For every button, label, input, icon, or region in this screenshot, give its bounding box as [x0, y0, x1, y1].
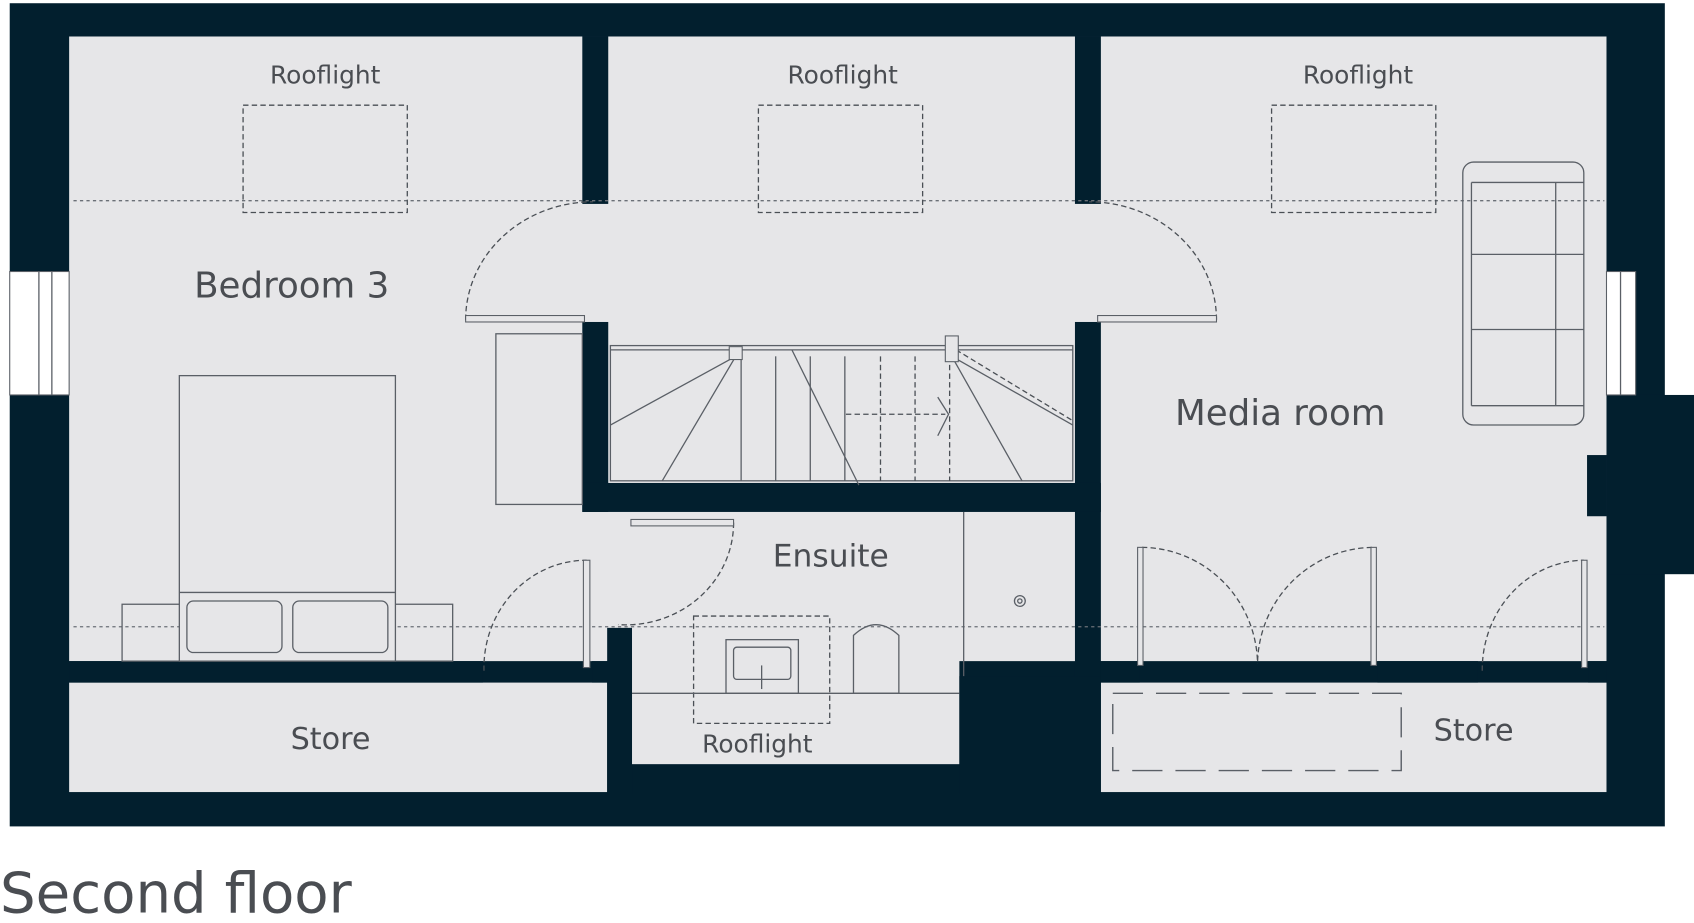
- door-store-left[interactable]: [483, 559, 591, 671]
- outer-wall-notch: [1606, 394, 1694, 575]
- bed: [121, 374, 454, 662]
- store-right-floor: [1100, 682, 1607, 793]
- rooflight-label-3: Rooflight: [1303, 61, 1414, 90]
- rooflight-4: [692, 615, 831, 725]
- rooflight-2: [757, 104, 924, 214]
- rooflight-label-4: Rooflight: [702, 729, 813, 758]
- rooflight-label-1: Rooflight: [270, 61, 381, 90]
- sofa: [1462, 161, 1585, 426]
- room-label-ensuite: Ensuite: [773, 539, 889, 575]
- storage-area: [1112, 692, 1402, 772]
- room-label-bedroom: Bedroom 3: [194, 265, 389, 306]
- window-left: [9, 270, 70, 396]
- rooflight-1: [242, 104, 408, 214]
- room-label-store-left: Store: [291, 722, 371, 757]
- floor-title: Second floor: [0, 861, 353, 923]
- wardrobe: [495, 333, 583, 506]
- store-left-floor: [69, 682, 608, 793]
- door-bedroom[interactable]: [464, 201, 594, 323]
- rooflight-label-2: Rooflight: [788, 61, 899, 90]
- ensuite-fixtures: [632, 511, 1026, 694]
- doors-store-right[interactable]: [1137, 546, 1588, 671]
- ensuite-floor: [632, 511, 960, 765]
- room-label-media: Media room: [1175, 393, 1386, 434]
- rooflight-3: [1270, 104, 1437, 214]
- door-ensuite[interactable]: [617, 518, 735, 626]
- window-right: [1605, 270, 1637, 396]
- room-label-store-right: Store: [1434, 714, 1514, 749]
- interior-walls: [69, 36, 1607, 795]
- staircase: [609, 335, 1074, 486]
- door-media[interactable]: [1088, 201, 1218, 323]
